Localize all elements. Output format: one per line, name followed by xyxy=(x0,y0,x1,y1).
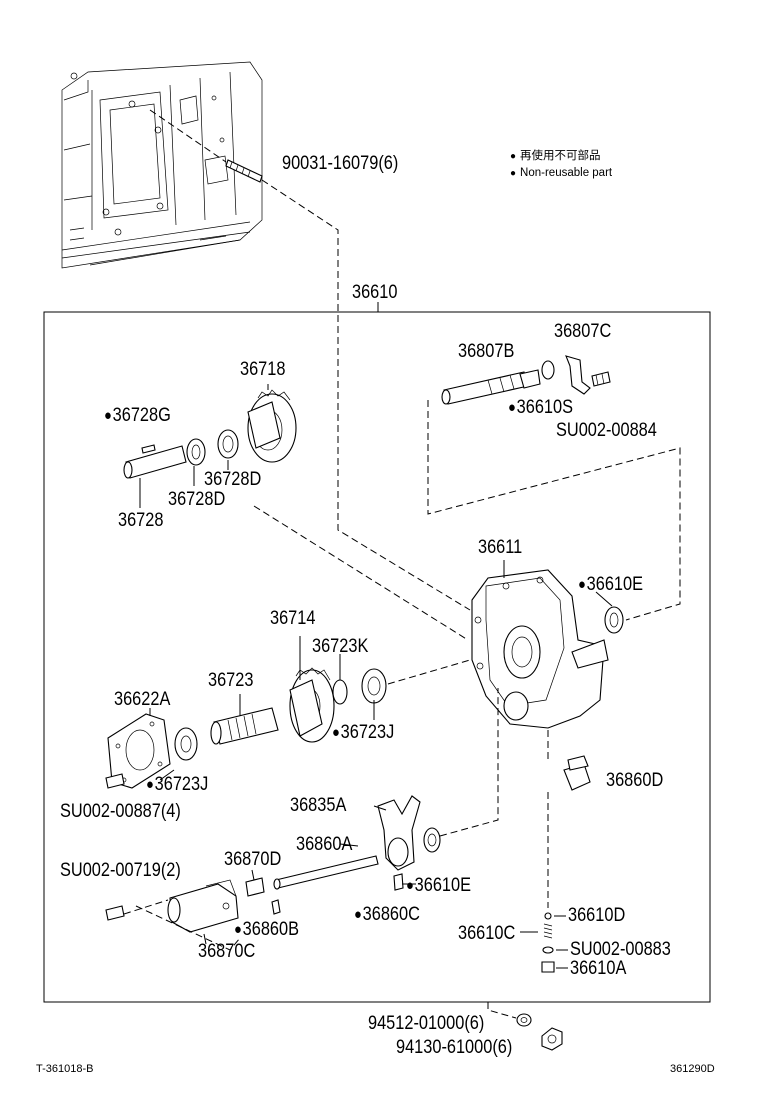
pin-36860b xyxy=(271,899,281,915)
label-36728d-b: 36728D xyxy=(168,489,226,510)
washer-94512 xyxy=(516,1013,532,1027)
gear-36718 xyxy=(247,389,297,463)
label-36723k: 36723K xyxy=(312,636,369,657)
shaft-36807b xyxy=(441,369,541,405)
label-36622a: 36622A xyxy=(114,689,171,710)
housing-36870c xyxy=(167,879,239,933)
label-36611: 36611 xyxy=(478,537,523,558)
legend-en: Non-reusable part xyxy=(510,165,612,182)
spring-36610c xyxy=(543,923,553,939)
diagram-code-left: T-361018-B xyxy=(36,1063,94,1075)
shaft-36728 xyxy=(123,445,187,479)
label-36860b: 36860B xyxy=(234,920,299,939)
gear-36714 xyxy=(289,667,335,743)
label-36860c: 36860C xyxy=(354,905,420,924)
oil-seal-36610e-upper xyxy=(604,606,624,634)
pin-36728g xyxy=(141,444,156,454)
label-36610s: 36610S xyxy=(508,398,573,417)
plug-36610a xyxy=(541,961,555,973)
bolt-su002-00887 xyxy=(105,773,125,789)
housing-36611 xyxy=(471,569,609,729)
label-94512: 94512-01000(6) xyxy=(368,1013,485,1034)
bolt-su002-00719 xyxy=(105,905,125,921)
label-36610e-a: 36610E xyxy=(578,575,643,594)
label-su002-00887: SU002-00887(4) xyxy=(60,801,181,822)
washer-su002-00883 xyxy=(542,946,554,954)
label-36835a: 36835A xyxy=(290,795,347,816)
label-36718: 36718 xyxy=(240,359,286,380)
label-36610c: 36610C xyxy=(458,923,516,944)
stud-bolt-90031 xyxy=(225,159,263,183)
label-su002-00884: SU002-00884 xyxy=(556,420,657,441)
oil-seal-36610e-lower xyxy=(423,827,441,853)
label-su002-00883: SU002-00883 xyxy=(570,939,671,960)
label-36610d: 36610D xyxy=(568,905,626,926)
label-36723: 36723 xyxy=(208,670,254,691)
nut-94130 xyxy=(541,1027,563,1051)
label-36728g: 36728G xyxy=(104,406,171,425)
washer-36723k xyxy=(332,679,348,705)
label-36610a: 36610A xyxy=(570,958,627,979)
diagram-code-right: 361290D xyxy=(670,1063,715,1075)
label-36610e-b: 36610E xyxy=(406,876,471,895)
label-36860d: 36860D xyxy=(606,770,664,791)
label-su002-00719: SU002-00719(2) xyxy=(60,860,181,881)
label-36728: 36728 xyxy=(118,510,164,531)
pin-36860c xyxy=(393,873,404,891)
label-36870d: 36870D xyxy=(224,849,282,870)
label-36723j-b: 36723J xyxy=(146,775,209,794)
label-90031: 90031-16079(6) xyxy=(282,153,399,174)
label-36728d-a: 36728D xyxy=(204,469,262,490)
shaft-36723 xyxy=(210,707,279,745)
detent-36870d xyxy=(245,877,265,897)
shift-rod-36860a xyxy=(273,855,379,890)
plug-36860d xyxy=(563,755,591,791)
shift-fork-36835a xyxy=(377,795,421,871)
label-36610: 36610 xyxy=(352,282,398,303)
o-ring-36610s xyxy=(541,360,555,380)
legend: 再使用不可部品 Non-reusable part xyxy=(510,148,612,182)
label-36807b: 36807B xyxy=(458,341,515,362)
label-36714: 36714 xyxy=(270,608,316,629)
label-36870c: 36870C xyxy=(198,941,256,962)
legend-jp: 再使用不可部品 xyxy=(510,148,612,165)
bolt-su002-00884 xyxy=(591,371,611,387)
ball-36610d xyxy=(544,912,552,920)
engine-block-illustration xyxy=(61,61,263,269)
label-94130: 94130-61000(6) xyxy=(396,1037,513,1058)
label-36860a: 36860A xyxy=(296,834,353,855)
label-36723j-a: 36723J xyxy=(332,723,395,742)
bearing-36728d xyxy=(186,429,239,466)
bearing-36723j-left xyxy=(174,727,198,761)
bearing-36723j-right xyxy=(361,668,387,704)
label-36807c: 36807C xyxy=(554,321,612,342)
bracket-36807c xyxy=(565,355,591,395)
